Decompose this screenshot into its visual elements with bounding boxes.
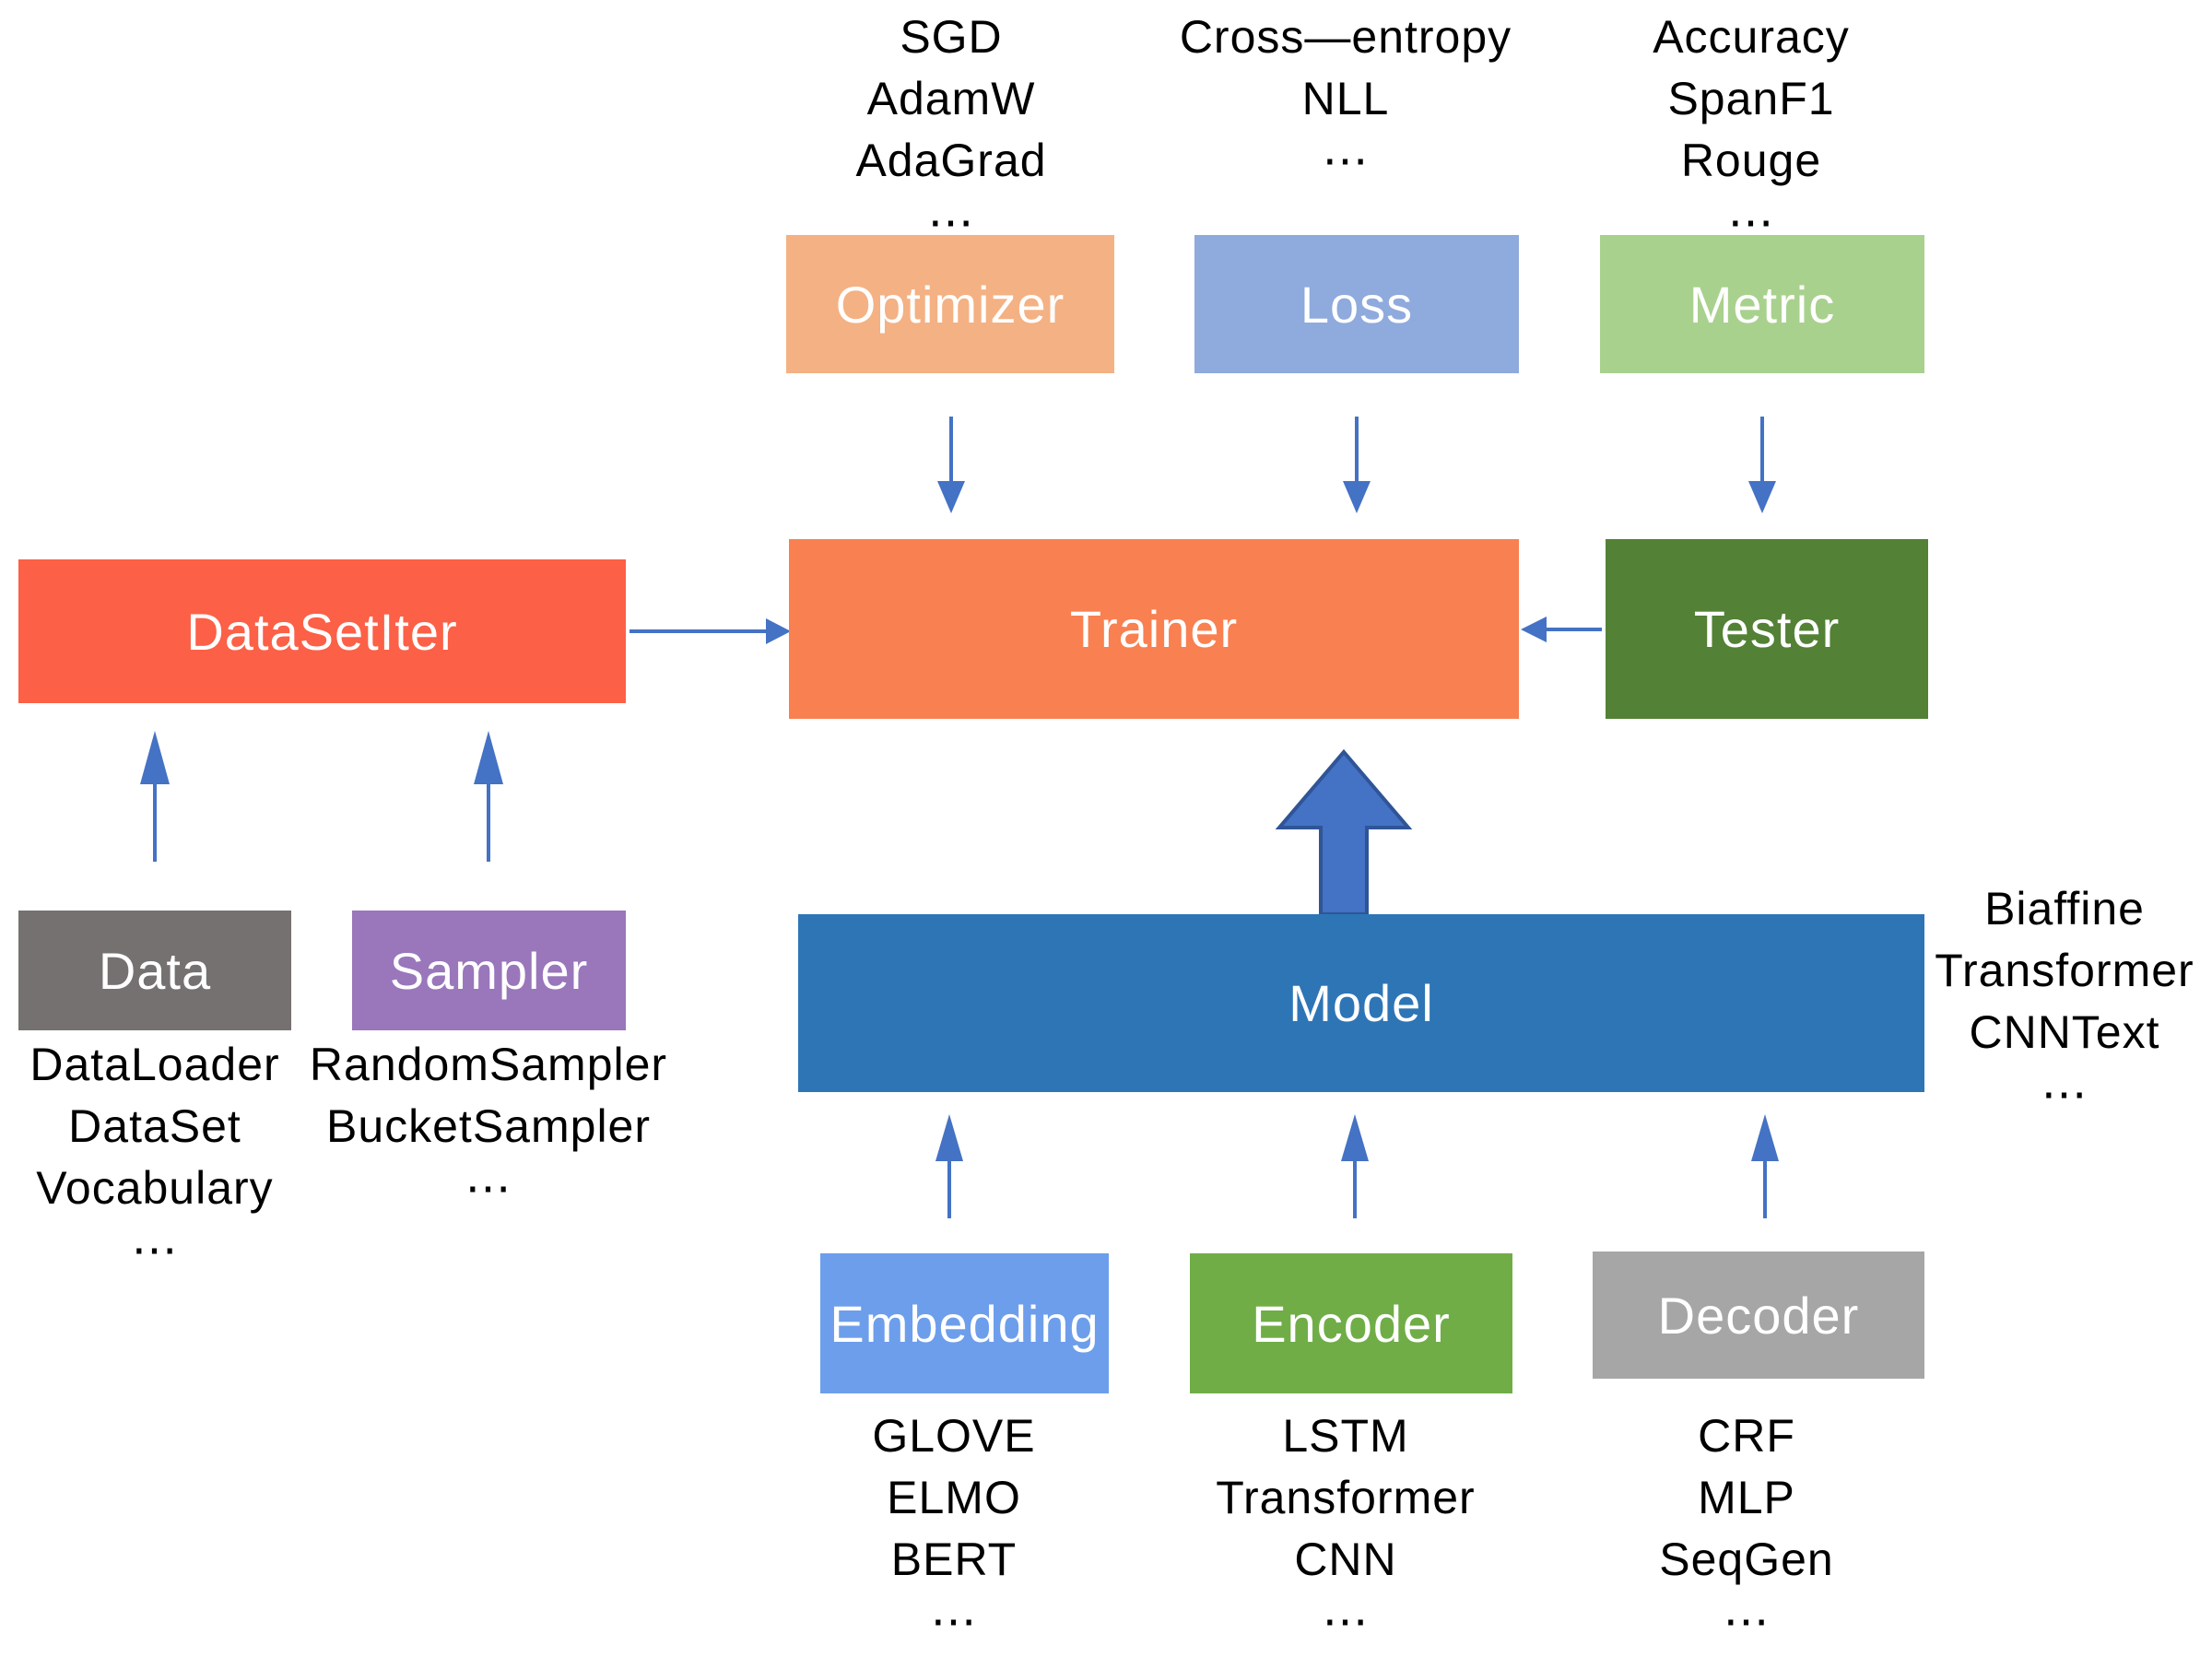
- model-option: Biaffine: [1984, 883, 2145, 934]
- tester-box-label: Tester: [1693, 600, 1841, 658]
- sampler-options-list: RandomSampler BucketSampler ⋯: [258, 1034, 719, 1219]
- data-option: DataSet: [68, 1100, 241, 1152]
- sampler-box: Sampler: [352, 911, 626, 1030]
- decoder-box-label: Decoder: [1657, 1286, 1860, 1345]
- block-arrow-model-to-trainer: [1275, 748, 1413, 916]
- data-box-label: Data: [98, 941, 212, 1000]
- encoder-option: Transformer: [1216, 1472, 1476, 1523]
- loss-box: Loss: [1194, 235, 1519, 373]
- ellipsis: ⋯: [1322, 1595, 1370, 1647]
- arrow-datasetiter-to-trainer: [629, 618, 791, 644]
- encoder-options-list: LSTM Transformer CNN ⋯: [1115, 1405, 1576, 1652]
- encoder-box-label: Encoder: [1252, 1294, 1451, 1353]
- data-options-list: DataLoader DataSet Vocabulary ⋯: [0, 1034, 385, 1281]
- arrow-sampler-to-datasetiter: [474, 731, 503, 862]
- optimizer-option: AdamW: [866, 73, 1036, 124]
- loss-options-list: Cross—entropy NLL ⋯: [1115, 6, 1576, 192]
- tester-box: Tester: [1606, 539, 1928, 719]
- optimizer-option: SGD: [900, 11, 1003, 63]
- ellipsis: ⋯: [930, 1595, 978, 1647]
- arrow-loss-to-trainer: [1343, 417, 1371, 513]
- optimizer-box: Optimizer: [786, 235, 1114, 373]
- metric-option: Rouge: [1680, 135, 1822, 186]
- trainer-box-label: Trainer: [1069, 600, 1239, 658]
- decoder-option: MLP: [1698, 1472, 1795, 1523]
- decoder-option: SeqGen: [1659, 1534, 1834, 1585]
- optimizer-box-label: Optimizer: [835, 275, 1065, 334]
- embedding-options-list: GLOVE ELMO BERT ⋯: [724, 1405, 1184, 1652]
- ellipsis: ⋯: [1322, 135, 1370, 186]
- embedding-box: Embedding: [820, 1253, 1109, 1393]
- metric-option: Accuracy: [1653, 11, 1850, 63]
- arrow-tester-to-trainer: [1521, 617, 1602, 642]
- arrow-embedding-to-model: [935, 1114, 963, 1218]
- decoder-option: CRF: [1698, 1410, 1795, 1462]
- metric-options-list: Accuracy SpanF1 Rouge ⋯: [1521, 6, 1982, 253]
- optimizer-options-list: SGD AdamW AdaGrad ⋯: [721, 6, 1182, 253]
- loss-option: Cross—entropy: [1179, 11, 1512, 63]
- arrow-data-to-datasetiter: [140, 731, 170, 862]
- metric-box: Metric: [1600, 235, 1924, 373]
- ellipsis: ⋯: [465, 1162, 512, 1214]
- metric-box-label: Metric: [1688, 275, 1836, 334]
- ellipsis: ⋯: [2041, 1068, 2088, 1120]
- decoder-options-list: CRF MLP SeqGen ⋯: [1516, 1405, 1977, 1652]
- sampler-option: BucketSampler: [325, 1100, 652, 1152]
- embedding-option: GLOVE: [872, 1410, 1036, 1462]
- sampler-option: RandomSampler: [309, 1039, 668, 1090]
- embedding-option: ELMO: [887, 1472, 1021, 1523]
- embedding-option: BERT: [890, 1534, 1018, 1585]
- optimizer-option: AdaGrad: [855, 135, 1047, 186]
- decoder-box: Decoder: [1593, 1252, 1924, 1379]
- loss-box-label: Loss: [1300, 275, 1414, 334]
- encoder-option: CNN: [1294, 1534, 1397, 1585]
- sampler-box-label: Sampler: [389, 941, 589, 1000]
- model-options-list: Biaffine Transformer CNNText ⋯: [1834, 878, 2212, 1125]
- arrow-encoder-to-model: [1341, 1114, 1369, 1218]
- arrow-decoder-to-model: [1751, 1114, 1779, 1218]
- data-box: Data: [18, 911, 291, 1030]
- encoder-option: LSTM: [1282, 1410, 1409, 1462]
- datasetiter-box-label: DataSetIter: [186, 602, 458, 661]
- loss-option: NLL: [1301, 73, 1390, 124]
- ellipsis: ⋯: [1723, 1595, 1771, 1647]
- trainer-box: Trainer: [789, 539, 1519, 719]
- data-option: DataLoader: [29, 1039, 280, 1090]
- embedding-box-label: Embedding: [830, 1294, 1100, 1353]
- data-option: Vocabulary: [36, 1162, 274, 1214]
- arrow-optimizer-to-trainer: [937, 417, 965, 513]
- datasetiter-box: DataSetIter: [18, 559, 626, 703]
- metric-option: SpanF1: [1667, 73, 1835, 124]
- ellipsis: ⋯: [131, 1224, 179, 1275]
- arrow-metric-to-tester: [1748, 417, 1776, 513]
- encoder-box: Encoder: [1190, 1253, 1512, 1393]
- model-option: Transformer: [1935, 945, 2194, 996]
- model-box: Model: [798, 914, 1924, 1092]
- model-option: CNNText: [1969, 1006, 2160, 1058]
- model-box-label: Model: [1288, 974, 1434, 1032]
